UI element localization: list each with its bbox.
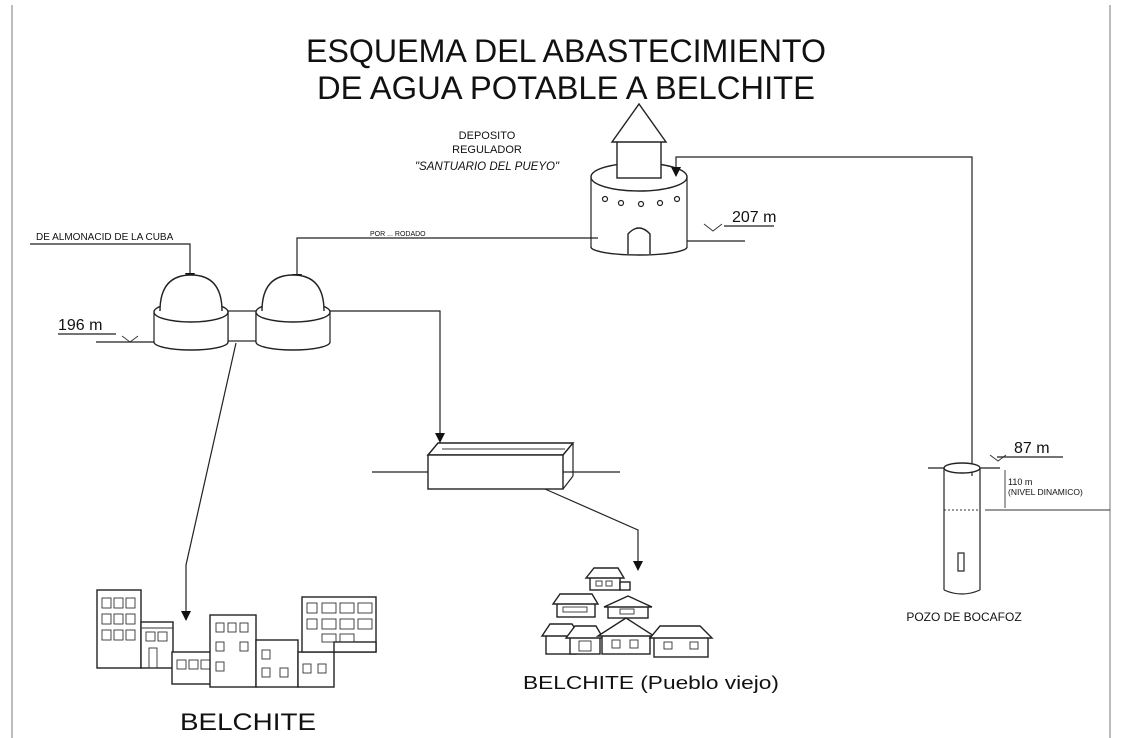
deposito-label-3: "SANTUARIO DEL PUEYO" bbox=[415, 161, 560, 173]
pipe-reservoir-to-pueblo-viejo bbox=[544, 488, 643, 571]
pozo-depth-label-1: 110 m bbox=[1008, 477, 1032, 487]
deposito-label-2: REGULADOR bbox=[452, 144, 522, 156]
belchite-label: BELCHITE bbox=[180, 709, 316, 736]
pipe-inflow-almonacid bbox=[30, 243, 195, 283]
rect-reservoir bbox=[372, 442, 620, 490]
twin-tanks bbox=[153, 274, 331, 351]
deposito-level-triangle bbox=[703, 223, 723, 232]
pipe-tanks-to-reservoir bbox=[330, 310, 445, 443]
pipe-pozo-to-deposito bbox=[671, 156, 973, 476]
pipe-label: POR ... RODADO bbox=[370, 231, 426, 238]
belchite-buildings-icon bbox=[96, 589, 377, 688]
deposito-label-1: DEPOSITO bbox=[459, 130, 516, 142]
pipe-tanks-to-belchite bbox=[181, 342, 237, 621]
tanks-level-label: 196 m bbox=[58, 317, 102, 334]
title-line-2: DE AGUA POTABLE A BELCHITE bbox=[317, 70, 815, 106]
pozo-level-label: 87 m bbox=[1014, 440, 1050, 457]
pozo-name-label: POZO DE BOCAFOZ bbox=[906, 610, 1021, 624]
pueblo-viejo-houses-icon bbox=[540, 567, 714, 658]
pozo-level-triangle bbox=[989, 454, 1007, 462]
pozo-bocafoz bbox=[928, 462, 1000, 595]
title-line-1: ESQUEMA DEL ABASTECIMIENTO bbox=[306, 33, 826, 69]
deposito-level-label: 207 m bbox=[732, 209, 776, 226]
pozo-depth-label-2: (NIVEL DINAMICO) bbox=[1008, 487, 1083, 497]
deposito-regulador bbox=[590, 102, 688, 256]
pueblo-viejo-label: BELCHITE (Pueblo viejo) bbox=[523, 673, 779, 693]
inflow-label: DE ALMONACID DE LA CUBA bbox=[36, 232, 174, 243]
tanks-level-triangle bbox=[121, 335, 139, 343]
pipe-deposito-to-tanks bbox=[292, 237, 598, 284]
